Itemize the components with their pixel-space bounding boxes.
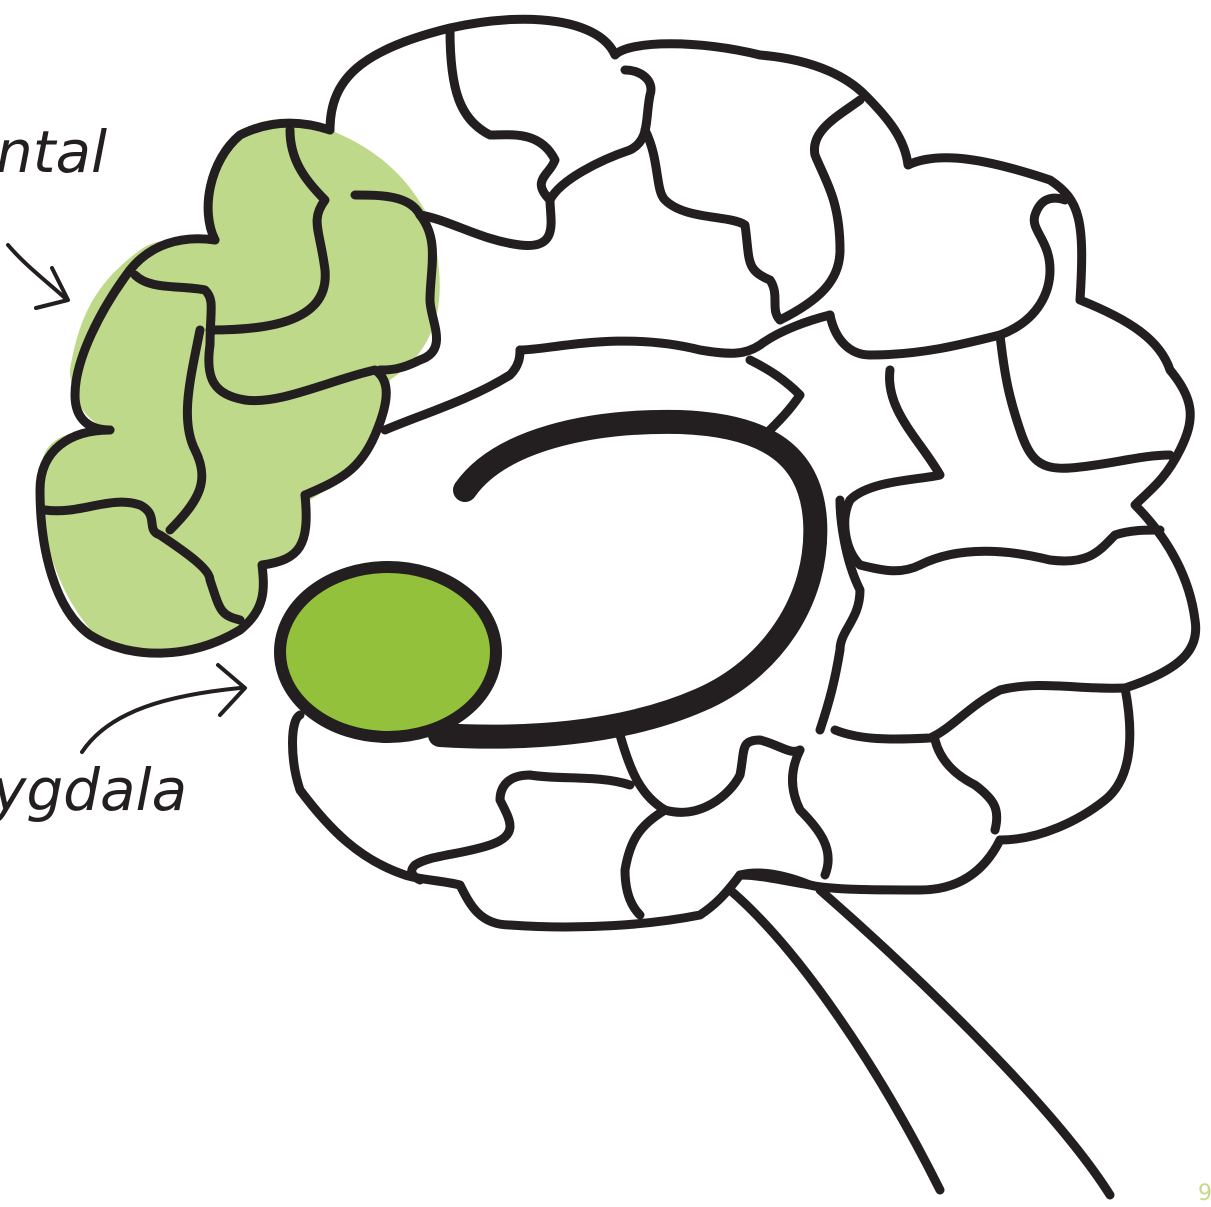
temporal-gyrus-1 <box>620 735 800 812</box>
parietal-gyrus-3 <box>645 130 780 320</box>
occipital-gyrus-5 <box>935 740 997 830</box>
parietal-gyrus-4 <box>780 100 860 320</box>
prefrontal-arrow <box>8 245 65 298</box>
amygdala <box>280 567 496 737</box>
occipital-gyrus-1 <box>1000 335 1170 468</box>
parietal-gyrus-5 <box>830 198 1065 355</box>
parietal-gyrus-1 <box>420 30 555 246</box>
amygdala-label: ygdala <box>0 756 187 824</box>
occipital-gyrus-2 <box>845 370 1160 571</box>
corpus-callosum <box>440 422 815 737</box>
brain-outline <box>293 19 1196 927</box>
amygdala-arrow <box>82 688 240 752</box>
brainstem <box>730 890 940 1190</box>
temporal-gyrus-2 <box>793 750 829 875</box>
occipital-gyrus-4 <box>835 685 1125 739</box>
brainstem-back <box>820 890 1110 1195</box>
prefrontal-label: ntal <box>0 118 107 186</box>
page-number: 9 <box>1198 1181 1211 1206</box>
temporal-gyrus-3 <box>625 810 665 915</box>
temporal-gyrus-4 <box>412 775 630 880</box>
parietal-gyrus-2 <box>550 70 651 200</box>
